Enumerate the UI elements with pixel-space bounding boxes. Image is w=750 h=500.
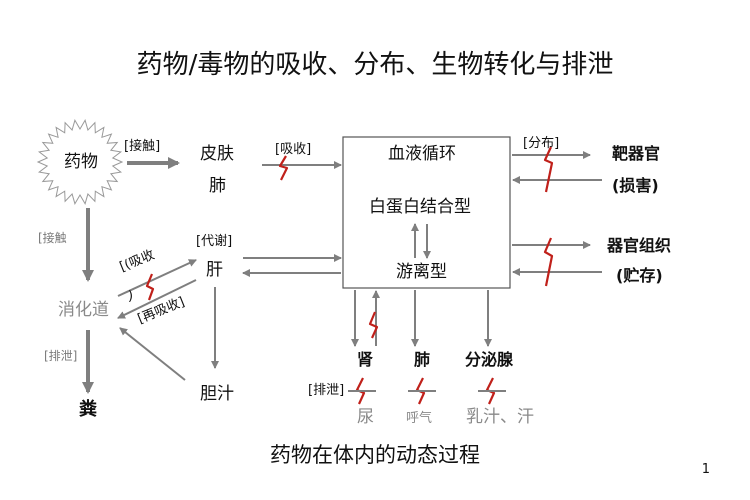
node-bile: 胆汁 (200, 384, 234, 404)
node-liver: 肝 (206, 260, 223, 280)
node-gi-tract: 消化道 (58, 300, 109, 320)
arrow-bile-to-gi (119, 327, 186, 381)
barrier-mark-kidney (368, 311, 379, 339)
node-feces: 粪 (79, 399, 97, 420)
node-free-form: 游离型 (396, 262, 447, 282)
node-skin: 皮肤 (200, 144, 234, 164)
diagram-title: 药物/毒物的吸收、分布、生物转化与排泄 (136, 50, 614, 80)
label-absorb: [吸收] (275, 142, 312, 157)
barrier-mark-tissue (543, 237, 554, 287)
node-drug: 药物 (64, 152, 98, 172)
node-organ-tissue: 器官组织 (607, 236, 672, 255)
node-kidney: 肾 (357, 350, 374, 369)
drug-starburst (36, 119, 124, 205)
label-metabolize: [代谢] (196, 234, 233, 249)
node-breath: 呼气 (406, 411, 433, 426)
node-milk-sweat: 乳汁、汗 (466, 407, 534, 427)
node-secretory-glands: 分泌腺 (465, 350, 514, 369)
label-distribute: [分布] (523, 136, 560, 151)
node-target-organ: 靶器官 (612, 144, 661, 163)
barrier-mark-skin (278, 155, 289, 181)
arrow-liver-to-gi (117, 279, 197, 319)
barrier-mark-target (543, 146, 554, 193)
blood-circulation-box (342, 136, 511, 289)
node-albumin-bound: 白蛋白结合型 (369, 197, 471, 217)
node-lung-top: 肺 (209, 176, 226, 196)
label-contact-left: [接触 (38, 231, 67, 245)
label-reabsorb-b: ) (128, 289, 134, 304)
node-urine: 尿 (357, 407, 374, 427)
diagram-caption: 药物在体内的动态过程 (270, 443, 480, 467)
node-lung-bottom: 肺 (414, 350, 431, 369)
arrow-gi-to-liver (117, 259, 197, 297)
label-contact-top: [接触] (124, 139, 161, 154)
node-damage: (损害) (612, 176, 659, 195)
label-excrete-left: [排泄] (44, 349, 78, 363)
node-storage: (贮存) (616, 266, 663, 285)
label-excrete-bottom: [排泄] (308, 383, 345, 398)
barrier-mark-liver-gi (145, 273, 155, 301)
node-blood-circulation: 血液循环 (388, 144, 456, 164)
page-number: 1 (701, 462, 710, 477)
